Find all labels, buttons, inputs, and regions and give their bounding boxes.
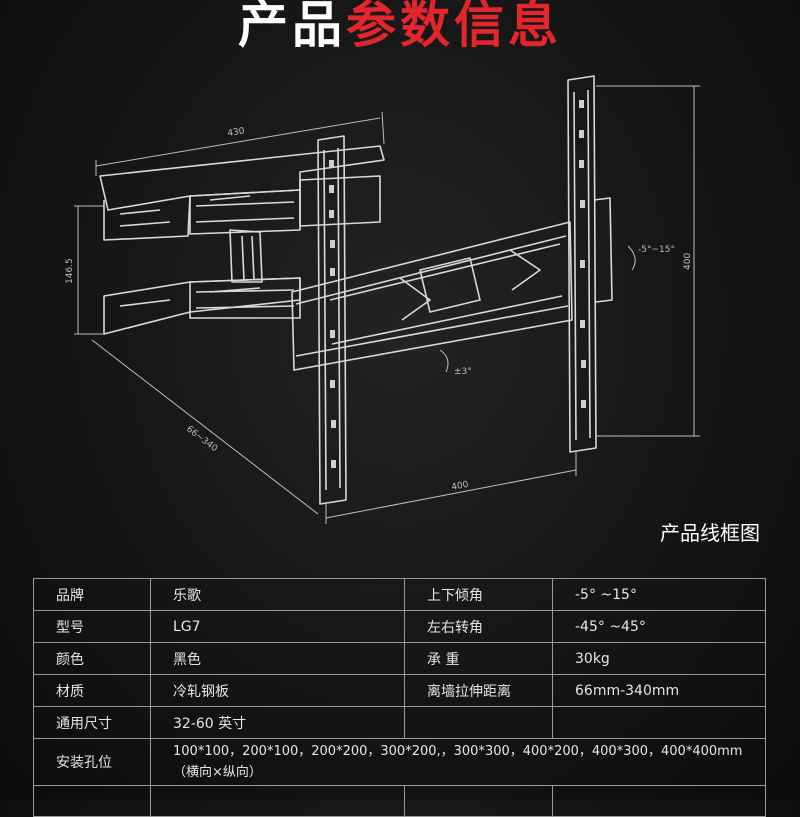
dim-label-400-h: 400 — [451, 480, 470, 493]
spec-value-holes: 100*100，200*100，200*200，300*200,，300*300… — [173, 744, 743, 780]
lower-arm — [189, 277, 301, 319]
spec-label: 上下倾角 — [404, 578, 553, 611]
horizontal-rail — [291, 221, 573, 371]
table-row: 颜色 黑色 承 重 30kg — [33, 642, 766, 675]
right-vertical-bracket — [567, 75, 597, 453]
spec-label: 材质 — [33, 674, 151, 707]
diagram-caption: 产品线框图 — [660, 521, 760, 545]
spec-value: -45° ~45° — [552, 610, 766, 643]
spec-value: 黑色 — [150, 642, 405, 675]
spec-value: 乐歌 — [150, 578, 405, 611]
swivel-label: ±3° — [454, 367, 472, 377]
spec-label: 通用尺寸 — [33, 706, 151, 739]
spec-value: 66mm-340mm — [552, 674, 766, 707]
spec-value — [150, 785, 405, 817]
table-row: 安装孔位 100*100，200*100，200*200，300*200,，30… — [33, 738, 766, 786]
spec-value: LG7 — [150, 610, 405, 643]
table-row: 品牌 乐歌 上下倾角 -5° ~15° — [33, 578, 766, 611]
spec-value: -5° ~15° — [552, 578, 766, 611]
spec-table: 品牌 乐歌 上下倾角 -5° ~15° 型号 LG7 左右转角 -45° ~45… — [33, 578, 766, 817]
wireframe-diagram: 430 146.5 66~340 400 400 -5°~15° ±3° — [65, 75, 700, 524]
spec-value: 30kg — [552, 642, 766, 675]
spec-label: 离墙拉伸距离 — [404, 674, 553, 707]
dim-line-extension — [91, 339, 319, 515]
spec-label: 安装孔位 — [33, 738, 151, 786]
spec-label: 左右转角 — [404, 610, 553, 643]
spec-value: 冷轧钢板 — [150, 674, 405, 707]
table-row — [33, 785, 766, 817]
spec-label: 品牌 — [33, 578, 151, 611]
spec-value: 32-60 英寸 — [150, 706, 405, 739]
tilt-label: -5°~15° — [638, 245, 675, 255]
spec-label — [404, 785, 553, 817]
dim-line-430 — [95, 117, 381, 167]
dim-label-146: 146.5 — [65, 258, 75, 284]
spec-label: 型号 — [33, 610, 151, 643]
table-row: 型号 LG7 左右转角 -45° ~45° — [33, 610, 766, 643]
spec-value — [552, 706, 766, 739]
upper-arm — [189, 189, 301, 235]
dim-label-430: 430 — [227, 126, 246, 139]
title-part-white: 产品 — [238, 0, 346, 54]
title-part-red: 参数信息 — [346, 0, 562, 54]
table-row: 通用尺寸 32-60 英寸 — [33, 706, 766, 739]
dim-label-extension: 66~340 — [184, 424, 219, 454]
spec-value — [552, 785, 766, 817]
spec-label — [404, 706, 553, 739]
left-vertical-bracket — [317, 135, 347, 505]
dim-line-400-horizontal — [325, 469, 577, 519]
dim-label-400-v: 400 — [683, 253, 693, 270]
page-title: 产品参数信息 — [0, 0, 800, 56]
spec-label — [33, 785, 151, 817]
spec-label: 颜色 — [33, 642, 151, 675]
table-row: 材质 冷轧钢板 离墙拉伸距离 66mm-340mm — [33, 674, 766, 707]
spec-label: 承 重 — [404, 642, 553, 675]
